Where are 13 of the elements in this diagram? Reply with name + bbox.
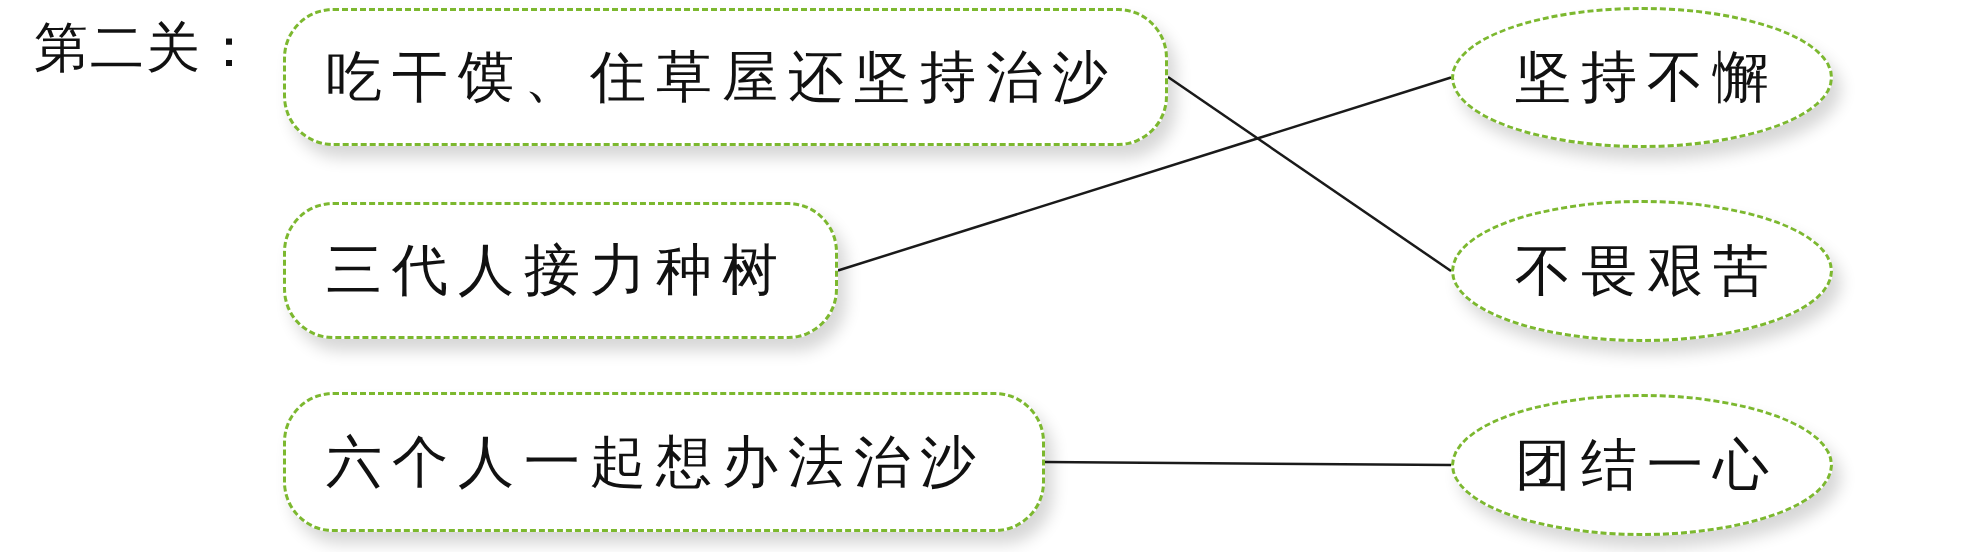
answer-text: 不畏艰苦 [1515, 238, 1779, 304]
connector-line [1167, 75, 1452, 273]
connector-line [837, 76, 1452, 272]
answer-text: 团结一心 [1515, 432, 1779, 498]
phrase-card [283, 202, 838, 339]
answer-text: 坚持不懈 [1515, 45, 1779, 110]
section-heading: 第二关： [34, 16, 258, 81]
phrase-card [283, 392, 1045, 532]
phrase-text: 六个人一起想办法治沙 [326, 429, 986, 495]
phrase-text: 三代人接力种树 [326, 238, 788, 303]
phrase-card [283, 8, 1168, 146]
phrase-text: 吃干馍、住草屋还坚持治沙 [326, 44, 1118, 110]
connector-line [1045, 460, 1451, 467]
